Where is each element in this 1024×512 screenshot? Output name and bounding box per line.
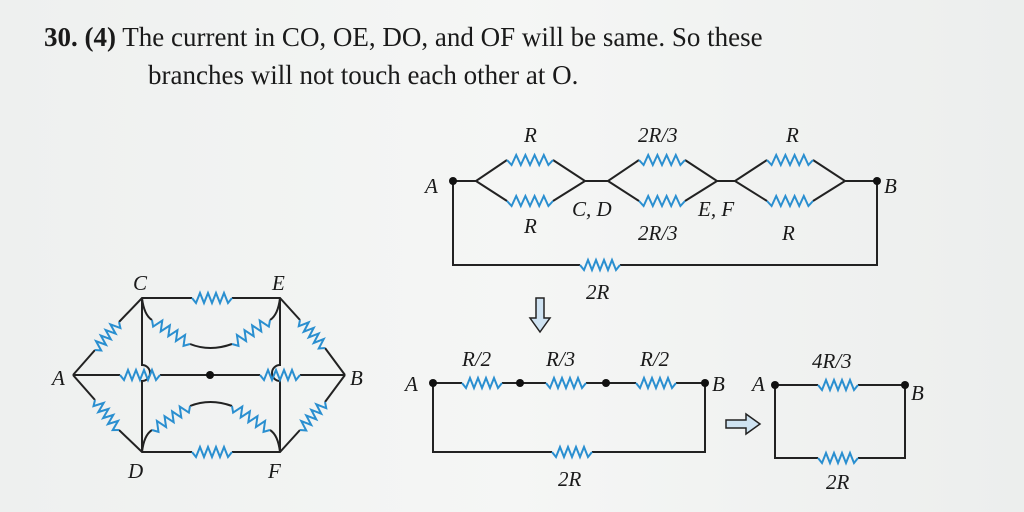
node-label-b: B — [350, 366, 363, 390]
resistor-label: 4R/3 — [812, 349, 852, 373]
resistor — [231, 404, 271, 434]
resistor — [579, 257, 621, 273]
resistor — [191, 444, 233, 460]
resistor-label: 2R — [826, 470, 850, 494]
resistor — [151, 404, 191, 434]
resistor — [299, 401, 328, 432]
resistor-label: 2R/3 — [638, 221, 678, 245]
resistor-label: R/2 — [461, 347, 492, 371]
right-arrow-icon — [725, 412, 762, 436]
junction-dot — [206, 371, 214, 379]
question-text-2: branches will not touch each other at O. — [148, 60, 579, 90]
node-label-ef: E, F — [697, 197, 734, 221]
wire — [72, 374, 346, 453]
node-label-f: F — [267, 459, 281, 483]
resistor — [231, 318, 271, 348]
node-label-cd: C, D — [572, 197, 612, 221]
node-label-a: A — [403, 372, 418, 396]
resistor — [92, 399, 121, 432]
junction-dot — [429, 379, 437, 387]
node-label-b: B — [884, 174, 897, 198]
resistor — [817, 377, 859, 393]
resistor — [93, 321, 122, 352]
question-text-1: The current in CO, OE, DO, and OF will b… — [122, 22, 763, 52]
node-label-b: B — [911, 381, 924, 405]
resistor — [151, 318, 191, 348]
wire — [72, 297, 346, 376]
question-line-2: branches will not touch each other at O. — [148, 60, 578, 91]
junction-dot — [602, 379, 610, 387]
junction-dot — [516, 379, 524, 387]
resistor — [766, 152, 814, 168]
node-label-a: A — [50, 366, 65, 390]
resistor — [638, 152, 686, 168]
resistor-label: R/2 — [639, 347, 670, 371]
node-label-a: A — [750, 372, 765, 396]
question-number: 30. — [44, 22, 78, 52]
resistor — [297, 319, 326, 350]
resistor — [506, 193, 554, 209]
resistor — [119, 367, 161, 383]
node-label-a: A — [423, 174, 438, 198]
answer-option: (4) — [84, 22, 116, 52]
node-label-e: E — [271, 271, 285, 295]
question-line-1: 30. (4) The current in CO, OE, DO, and O… — [44, 22, 763, 53]
resistor-label: 2R/3 — [638, 123, 678, 147]
junction-dot — [901, 381, 909, 389]
resistor-label: R — [523, 214, 537, 238]
resistor-label: R — [523, 123, 537, 147]
wire — [453, 159, 877, 182]
resistor — [191, 290, 233, 306]
junction-dot — [771, 381, 779, 389]
resistor — [461, 375, 503, 391]
wire — [452, 181, 878, 266]
wire — [141, 297, 281, 349]
node-label-b: B — [712, 372, 725, 396]
resistor-label: R/3 — [545, 347, 575, 371]
node-label-c: C — [133, 271, 148, 295]
resistor — [817, 450, 859, 466]
wire — [475, 180, 846, 202]
resistor — [766, 193, 814, 209]
resistor — [551, 444, 593, 460]
node-label-d: D — [127, 459, 143, 483]
wire — [774, 384, 906, 459]
wire — [432, 382, 706, 453]
resistor-label: 2R — [558, 467, 582, 491]
resistor — [635, 375, 677, 391]
resistor — [259, 367, 301, 383]
wire — [141, 401, 281, 453]
junction-dot — [873, 177, 881, 185]
resistor-label: 2R — [586, 280, 610, 304]
resistor-label: R — [785, 123, 799, 147]
junction-dot — [701, 379, 709, 387]
resistor — [638, 193, 686, 209]
junction-dot — [449, 177, 457, 185]
down-arrow-icon — [528, 297, 552, 334]
resistor-label: R — [781, 221, 795, 245]
resistor — [545, 375, 587, 391]
resistor — [506, 152, 554, 168]
